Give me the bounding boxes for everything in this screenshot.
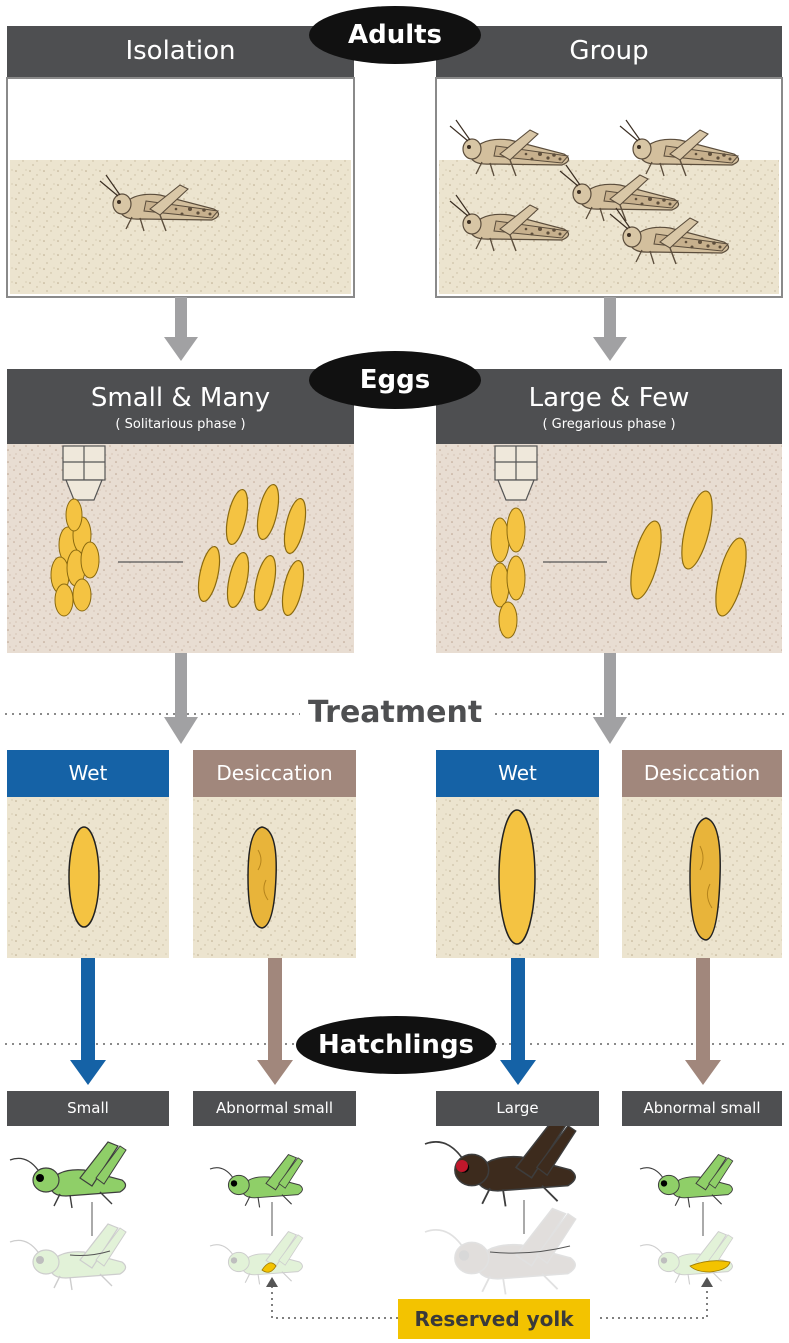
green-hopper-icon: [209, 1154, 304, 1208]
group-title: Group: [569, 36, 649, 66]
solitarious-eggs-panel: [7, 444, 354, 653]
wet-label-1: Wet: [7, 750, 169, 797]
gregarious-eggs-panel: [436, 444, 782, 653]
gregarious-hopper-icon: [424, 1119, 577, 1208]
wet-large-egg-icon: [498, 809, 536, 945]
large-few-title: Large & Few: [528, 383, 690, 413]
isolation-title: Isolation: [125, 36, 236, 66]
hatchling-abnormal-small-2: [639, 1154, 734, 1285]
treatment-label: Treatment: [300, 695, 491, 730]
egg-pod-icon: [490, 507, 526, 639]
eggs-badge: Eggs: [309, 351, 481, 409]
small-eggs-icon: [197, 483, 307, 617]
hatchling-abnormal-small-1: [209, 1154, 304, 1285]
group-header: Group: [436, 26, 782, 77]
large-eggs-icon: [630, 490, 747, 617]
desiccation-label-2: Desiccation: [622, 750, 782, 797]
yolk-pointers: [271, 1283, 708, 1319]
treatment-to-hatchling-arrows: [70, 958, 721, 1085]
wet-small-egg-icon: [68, 826, 100, 928]
desiccated-small-egg-icon: [247, 826, 277, 929]
small-many-header: Small & Many ( Solitarious phase ): [7, 369, 354, 444]
solitarious-subtitle: ( Solitarious phase ): [115, 417, 246, 432]
result-abnormal-small-1: Abnormal small: [193, 1091, 356, 1126]
hatchlings-badge: Hatchlings: [296, 1016, 496, 1074]
green-hopper-icon: [9, 1141, 127, 1209]
small-many-title: Small & Many: [90, 383, 271, 413]
wet-label-2: Wet: [436, 750, 599, 797]
yolk-icon: [261, 1262, 277, 1273]
adults-to-eggs-arrows: [164, 297, 627, 361]
reserved-yolk-label: Reserved yolk: [398, 1299, 590, 1339]
result-small: Small: [7, 1091, 169, 1126]
treatment-boxes: [7, 797, 782, 958]
group-tank: [435, 77, 783, 298]
abdomen-tip-icon: [62, 445, 106, 501]
result-large: Large: [436, 1091, 599, 1126]
result-abnormal-small-2: Abnormal small: [622, 1091, 782, 1126]
desiccated-large-egg-icon: [689, 817, 721, 941]
isolation-header: Isolation: [7, 26, 354, 77]
gregarious-subtitle: ( Gregarious phase ): [542, 417, 676, 432]
desiccation-label-1: Desiccation: [193, 750, 356, 797]
large-few-header: Large & Few ( Gregarious phase ): [436, 369, 782, 444]
yolk-icon: [689, 1260, 731, 1273]
abdomen-tip-icon: [494, 445, 538, 501]
hatchling-small: [9, 1141, 127, 1291]
eggs-to-treatment-arrows: [164, 653, 627, 744]
egg-pod-icon: [50, 498, 100, 617]
adults-badge: Adults: [309, 6, 481, 64]
hatchling-large: [424, 1119, 577, 1296]
isolation-tank: [6, 77, 355, 298]
green-hopper-icon: [639, 1154, 734, 1208]
